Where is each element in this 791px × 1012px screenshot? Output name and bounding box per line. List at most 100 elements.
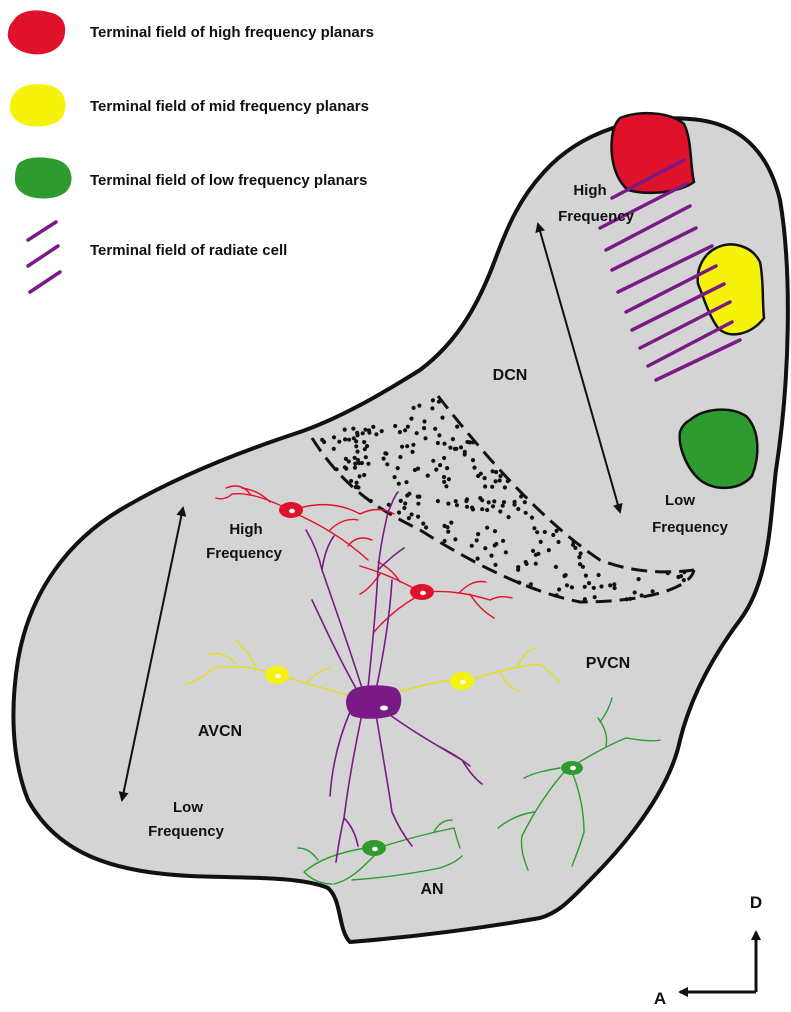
granule-dot [347,438,351,442]
granule-dot [446,530,450,534]
granule-dot [476,532,480,536]
granule-dot [494,542,498,546]
granule-dot [363,428,367,432]
granule-dot [332,435,336,439]
granule-dot [343,465,347,469]
granule-dot [454,447,458,451]
granule-dot [354,439,358,443]
granule-dot [367,431,371,435]
granule-dot [434,468,438,472]
granule-dot [483,476,487,480]
granule-dot [543,530,547,534]
granule-dot [431,459,435,463]
granule-dot [411,443,415,447]
granule-dot [483,484,487,488]
radiate-neuron-soma [346,685,401,719]
granule-dot [556,540,560,544]
granule-dot [583,585,587,589]
radiate-neuron-nucleus [380,706,388,711]
granule-dot [562,574,566,578]
granule-dot [682,570,686,574]
granule-dot [355,481,359,485]
granule-dot [578,562,582,566]
granule-dot [335,467,339,471]
granule-dot [445,525,449,529]
granule-dot [524,511,528,515]
region-label-pvcn: PVCN [586,655,630,672]
granule-dot [465,505,469,509]
granule-dot [529,582,533,586]
granule-dot [374,432,378,436]
granule-dot [371,425,375,429]
granule-dot [417,404,421,408]
granule-dot [448,446,452,450]
legend-label-mid: Terminal field of mid frequency planars [90,98,369,115]
granule-dot [587,581,591,585]
granule-dot [351,427,355,431]
granule-dot [396,466,400,470]
granule-dot [433,427,437,431]
granule-dot [554,565,558,569]
granule-dot [383,451,387,455]
granule-dot [557,587,561,591]
granule-dot [415,431,419,435]
granule-dot [397,510,401,514]
granule-dot [416,502,420,506]
granule-dot [489,554,493,558]
granule-dot [403,428,407,432]
granule-dot [442,456,446,460]
granule-dot [322,440,326,444]
granule-dot [503,485,507,489]
region-label-an: AN [420,881,443,898]
granule-dot [530,516,534,520]
granule-dot [536,552,540,556]
granule-dot [343,437,347,441]
granule-dot [613,586,617,590]
granule-dot [487,500,491,504]
dcn-high-label-2: Frequency [558,208,635,225]
granule-dot [407,516,411,520]
granule-dot [485,526,489,530]
granule-dot [399,499,403,503]
granule-dot [453,537,457,541]
dorsal-label: D [750,893,762,912]
granule-dot [354,485,358,489]
granule-dot [506,479,510,483]
granule-dot [442,480,446,484]
granule-dot [571,543,575,547]
granule-dot [449,521,453,525]
granule-dot [393,424,397,428]
granule-dot [519,494,523,498]
granule-dot [498,478,502,482]
granule-dot [409,417,413,421]
granule-dot [446,502,450,506]
granule-dot [442,475,446,479]
granule-dot [534,562,538,566]
granule-dot [498,474,502,478]
granule-dot [380,429,384,433]
granule-dot [493,563,497,567]
granule-dot [423,436,427,440]
legend-label-radiate: Terminal field of radiate cell [90,242,287,259]
granule-dot [535,530,539,534]
legend-label-low: Terminal field of low frequency planars [90,172,367,189]
granule-dot [426,474,430,478]
granule-dot [516,568,520,572]
granule-dot [517,581,521,585]
granule-dot [492,499,496,503]
granule-dot [362,473,366,477]
granule-dot [565,583,569,587]
granule-dot [539,540,543,544]
granule-dot [369,499,373,503]
granule-dot [447,477,451,481]
granule-dot [424,525,428,529]
granule-dot [347,459,351,463]
granule-dot [597,573,601,577]
granule-dot [651,589,655,593]
granule-dot [431,398,435,402]
granule-dot [443,539,447,543]
dcn-low-label-1: Low [665,492,695,509]
granule-dot [501,504,505,508]
low-frequency-planar-nucleus-2 [570,766,576,770]
granule-dot [682,578,686,582]
